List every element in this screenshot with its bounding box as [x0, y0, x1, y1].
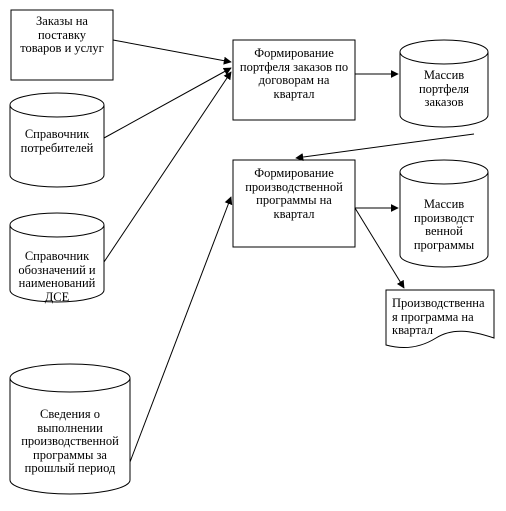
program-array-label: Массив производст венной программы — [413, 197, 475, 252]
orders-box — [10, 9, 114, 81]
form-program-label: Формирование производственной программы … — [245, 166, 343, 221]
program-array-cylinder — [399, 159, 489, 268]
program-doc-shape — [385, 289, 495, 349]
consumers-ref-cylinder — [9, 92, 105, 188]
past-program-label: Сведения о выполнении производственной п… — [21, 408, 119, 475]
form-portfolio-label: Формирование портфеля заказов по договор… — [239, 46, 349, 101]
arrow-past-to-program — [129, 196, 233, 463]
arrow-parts-to-portfolio — [103, 71, 232, 263]
arrow-orders-to-portfolio — [112, 39, 232, 65]
form-program-box — [232, 159, 356, 248]
past-program-cylinder — [9, 363, 131, 495]
portfolio-array-cylinder — [399, 39, 489, 128]
parts-ref-cylinder — [9, 212, 105, 303]
form-portfolio-box — [232, 39, 356, 121]
arrow-program-to-doc — [354, 207, 405, 289]
consumers-ref-label: Справочник потребителей — [20, 127, 94, 155]
parts-ref-label: Справочник обозначений и наименований ДС… — [18, 249, 96, 304]
portfolio-array-label: Массив портфеля заказов — [418, 68, 470, 109]
orders-label: Заказы на поставку товаров и услуг — [20, 14, 104, 55]
arrow-consumers-to-portfolio — [103, 67, 232, 139]
program-doc-label: Производственна я программа на квартал — [392, 296, 485, 337]
arrow-array-to-program — [295, 133, 475, 162]
